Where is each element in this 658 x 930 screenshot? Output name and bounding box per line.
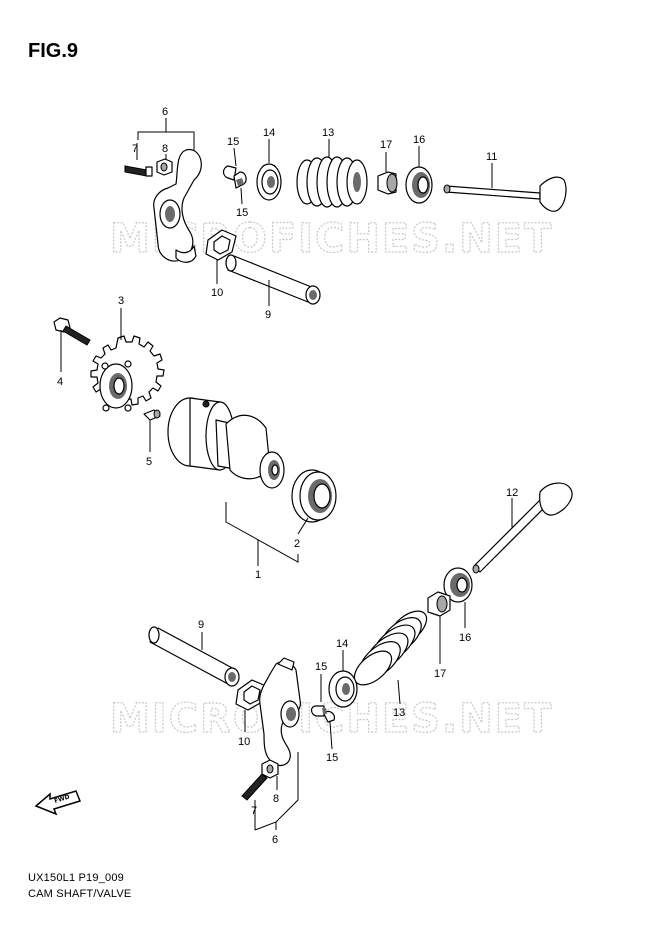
callout-15-upper-a: 15: [227, 136, 239, 148]
callout-3: 3: [118, 295, 124, 307]
valve-cotter-upper: [222, 165, 247, 189]
callout-1: 1: [255, 569, 261, 581]
callout-12: 12: [506, 487, 518, 499]
callout-10-lower: 10: [238, 736, 250, 748]
valve-spring-upper: [296, 156, 368, 208]
callout-17-upper: 17: [380, 139, 392, 151]
callout-7-upper: 7: [132, 143, 138, 155]
valve-stem-seal-upper: [377, 171, 398, 195]
callout-11: 11: [486, 151, 497, 163]
callout-15-upper-b: 15: [236, 207, 248, 219]
spring-retainer-upper: [256, 163, 282, 201]
leader-lower-6: [254, 752, 299, 831]
callout-8-lower: 8: [273, 793, 279, 805]
intake-valve: [443, 176, 567, 212]
spring-retainer-lower: [328, 670, 358, 708]
callout-15-lower-a: 15: [315, 661, 327, 673]
callout-16-lower: 16: [459, 632, 471, 644]
rocker-arm-lower: [259, 657, 301, 767]
diagram-name: CAM SHAFT/VALVE: [28, 888, 132, 900]
forward-arrow-icon: FWD: [34, 790, 81, 816]
callout-4: 4: [57, 376, 63, 388]
callout-17-lower: 17: [434, 668, 446, 680]
cam-sprocket: [90, 335, 165, 412]
callout-14-lower: 14: [336, 638, 348, 650]
valve-cotter-lower: [310, 705, 335, 723]
forward-label: FWD: [53, 793, 70, 805]
rocker-washer-upper: [205, 229, 237, 261]
figure-title: FIG.9: [28, 40, 79, 62]
sprocket-bolt: [53, 317, 91, 346]
callout-2: 2: [294, 538, 300, 550]
exhaust-valve: [472, 482, 573, 574]
callout-5: 5: [146, 456, 152, 468]
rocker-shaft-lower: [148, 626, 240, 687]
rocker-shaft-upper: [225, 254, 321, 305]
valve-stem-seal-lower: [427, 591, 451, 617]
callout-7-lower: 7: [251, 805, 257, 817]
spring-seat-upper: [405, 166, 433, 204]
camshaft-assembly: [167, 397, 285, 489]
callout-10-upper: 10: [211, 287, 223, 299]
camshaft-bearing: [291, 469, 337, 523]
valve-spring-lower: [353, 610, 428, 686]
lock-nut-lower: [261, 759, 279, 779]
callout-9-lower: 9: [198, 619, 204, 631]
leader-camshaft: [225, 502, 299, 563]
callout-6-upper: 6: [162, 106, 168, 118]
callout-15-lower-b: 15: [326, 752, 338, 764]
spring-seat-lower: [443, 567, 473, 603]
diagram-code: UX150L1 P19_009: [28, 872, 124, 884]
callout-13-upper: 13: [322, 127, 334, 139]
dowel-pin: [143, 409, 161, 421]
callout-13-lower: 13: [393, 707, 405, 719]
adjusting-screw-upper: [124, 165, 153, 177]
callout-16-upper: 16: [413, 134, 425, 146]
rocker-arm-upper: [153, 149, 202, 263]
lock-nut-upper: [156, 158, 173, 176]
callout-9-upper: 9: [265, 309, 271, 321]
adjusting-screw-lower: [241, 773, 268, 801]
callout-14-upper: 14: [263, 127, 275, 139]
callout-6-lower: 6: [272, 834, 278, 846]
callout-8-upper: 8: [162, 143, 168, 155]
